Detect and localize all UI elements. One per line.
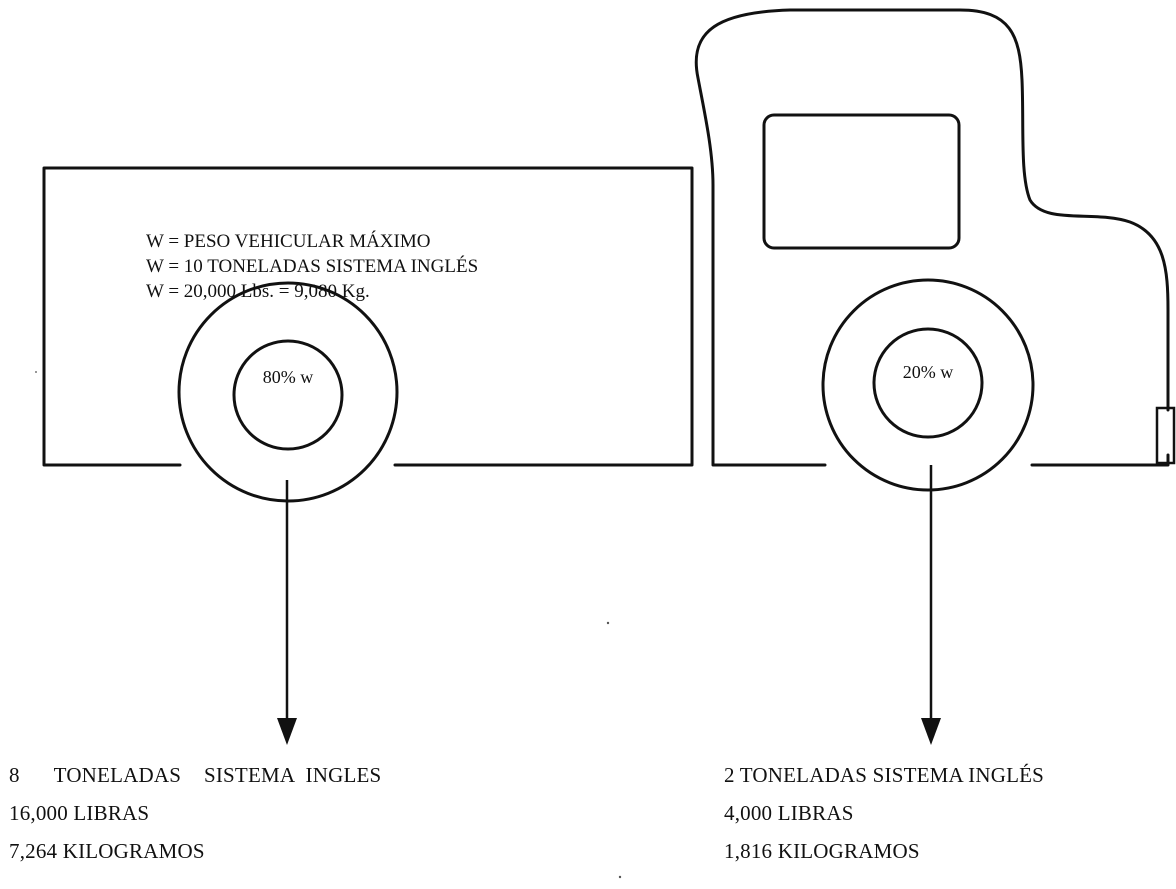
front-wheel-hub	[874, 329, 982, 437]
rear-wheel-hub	[234, 341, 342, 449]
front-axle-tons: 2 TONELADAS SISTEMA INGLÉS	[724, 756, 1044, 794]
rear-wheel-tire	[179, 283, 397, 501]
rear-wheel-label: 80% w	[263, 367, 314, 387]
rear-axle-tons: 8 TONELADAS SISTEMA INGLES	[9, 756, 381, 794]
spec-line-pounds-kg: W = 20,000 Lbs. = 9,080 Kg.	[146, 281, 370, 302]
front-axle-kilograms: 1,816 KILOGRAMOS	[724, 832, 1044, 870]
spec-line-max-weight: W = PESO VEHICULAR MÁXIMO	[146, 230, 430, 252]
rear-axle-load-text: 8 TONELADAS SISTEMA INGLES 16,000 LIBRAS…	[9, 756, 381, 870]
front-bumper	[1157, 408, 1174, 463]
cab-outline	[696, 10, 1168, 465]
scan-speck	[35, 371, 37, 373]
front-load-arrowhead	[921, 718, 941, 745]
front-axle-pounds: 4,000 LIBRAS	[724, 794, 1044, 832]
front-wheel-tire	[823, 280, 1033, 490]
front-axle-load-text: 2 TONELADAS SISTEMA INGLÉS 4,000 LIBRAS …	[724, 756, 1044, 870]
spec-line-tons: W = 10 TONELADAS SISTEMA INGLÉS	[146, 255, 478, 277]
front-wheel-label: 20% w	[903, 362, 954, 382]
rear-load-arrowhead	[277, 718, 297, 745]
scan-speck	[619, 876, 621, 878]
cab-window	[764, 115, 959, 248]
rear-axle-pounds: 16,000 LIBRAS	[9, 794, 381, 832]
rear-axle-kilograms: 7,264 KILOGRAMOS	[9, 832, 381, 870]
scan-speck	[607, 622, 609, 624]
